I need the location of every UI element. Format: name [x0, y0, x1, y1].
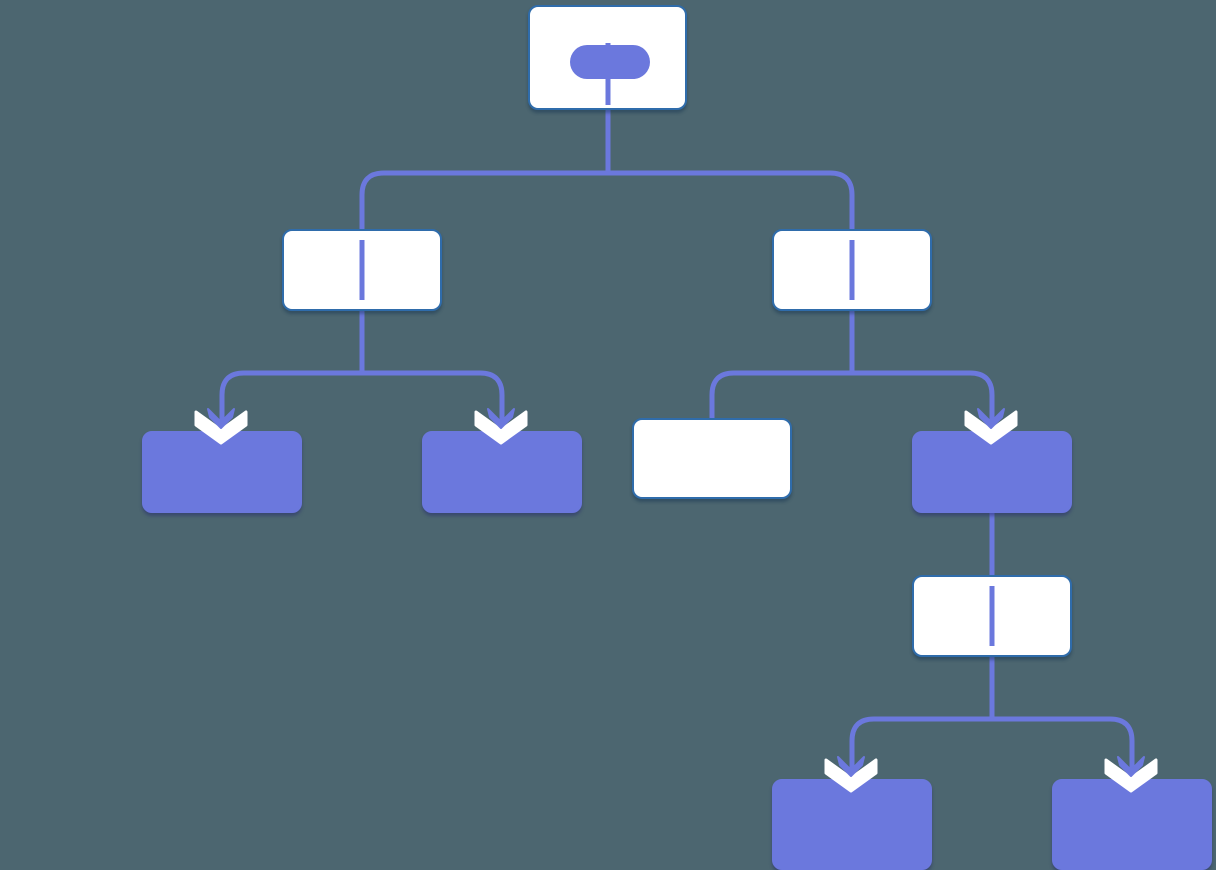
node-l3c[interactable]	[632, 418, 792, 499]
node-l3b[interactable]	[422, 431, 582, 513]
node-l3a[interactable]	[142, 431, 302, 513]
node-l2a[interactable]	[282, 229, 442, 311]
node-l4a[interactable]	[912, 575, 1072, 657]
node-l2b[interactable]	[772, 229, 932, 311]
node-badge-root	[570, 45, 650, 79]
node-l5b[interactable]	[1052, 779, 1212, 870]
node-root[interactable]	[528, 5, 687, 110]
node-l5a[interactable]	[772, 779, 932, 870]
node-l3d[interactable]	[912, 431, 1072, 513]
